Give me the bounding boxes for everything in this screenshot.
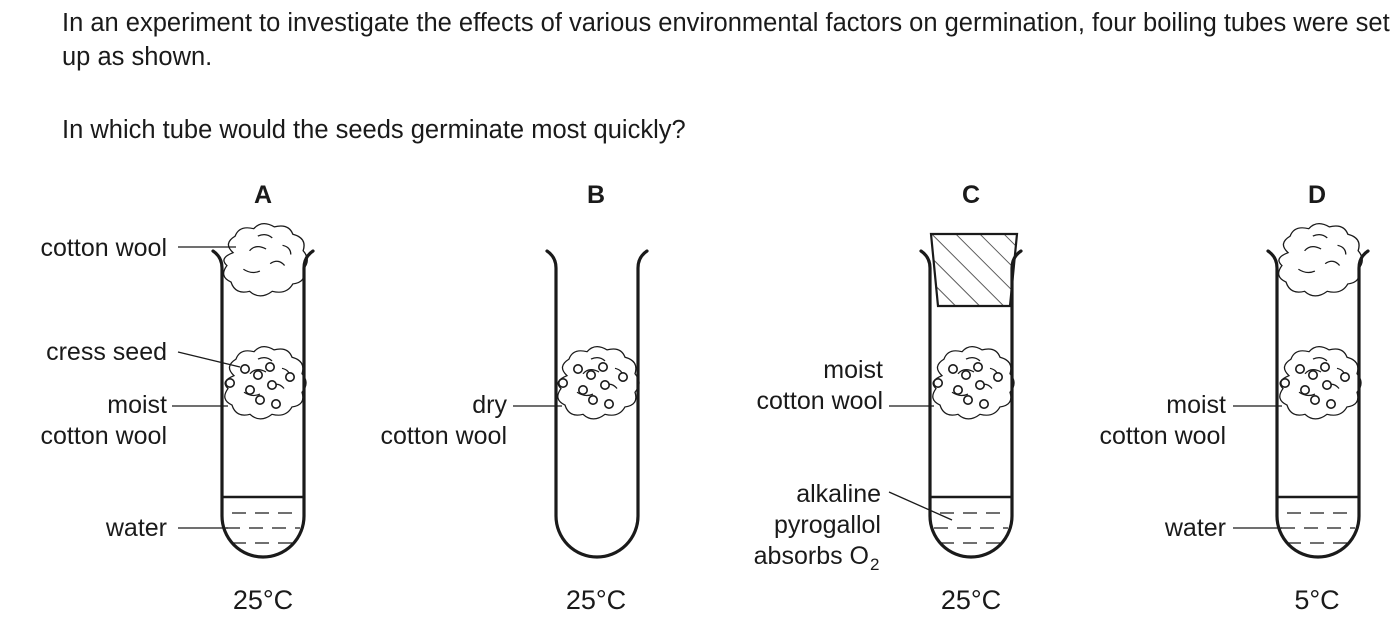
- moist-cotton-wool-a: [224, 345, 307, 420]
- tube-d-letter: D: [1308, 181, 1326, 209]
- label-moist-d-line1: moist: [1166, 391, 1226, 419]
- tube-c-letter: C: [962, 181, 980, 209]
- moist-cotton-wool-d: [1279, 345, 1362, 420]
- label-moist-d-line2: cotton wool: [1100, 422, 1226, 450]
- temperature-d: 5°C: [1294, 585, 1339, 615]
- label-water-a: water: [105, 514, 167, 542]
- label-pyrogallol-subscript: 2: [870, 555, 879, 574]
- label-pyrogallol-line2: pyrogallol: [774, 511, 881, 539]
- temperature-b: 25°C: [566, 585, 626, 615]
- temperature-c: 25°C: [941, 585, 1001, 615]
- label-moist-c-line1: moist: [823, 356, 883, 384]
- temperature-a: 25°C: [233, 585, 293, 615]
- label-pyrogallol-line3: absorbs O: [754, 542, 869, 570]
- label-moist-a-line1: moist: [107, 391, 167, 419]
- rubber-bung: [929, 232, 1019, 308]
- tube-a: [211, 222, 315, 559]
- tube-d: [1266, 222, 1370, 559]
- question-intro: In an experiment to investigate the effe…: [62, 9, 1390, 71]
- label-pyrogallol-line1: alkaline: [796, 480, 881, 508]
- label-moist-c-line2: cotton wool: [757, 387, 883, 415]
- label-dry-b-line2: cotton wool: [381, 422, 507, 450]
- dry-cotton-wool-plug-a: [222, 222, 308, 297]
- question-prompt: In which tube would the seeds germinate …: [62, 116, 686, 144]
- tube-b-letter: B: [587, 181, 605, 209]
- dry-cotton-wool-b: [557, 345, 640, 420]
- label-water-d: water: [1164, 514, 1226, 542]
- label-cotton-wool-a: cotton wool: [41, 234, 167, 262]
- tube-c: [919, 232, 1023, 559]
- label-cress-seed: cress seed: [46, 338, 167, 366]
- moist-cotton-wool-c: [932, 345, 1015, 420]
- label-moist-a-line2: cotton wool: [41, 422, 167, 450]
- label-dry-b-line1: dry: [472, 391, 507, 419]
- tube-a-letter: A: [254, 181, 272, 209]
- tube-b: [545, 249, 649, 559]
- dry-cotton-wool-plug-d: [1277, 222, 1363, 297]
